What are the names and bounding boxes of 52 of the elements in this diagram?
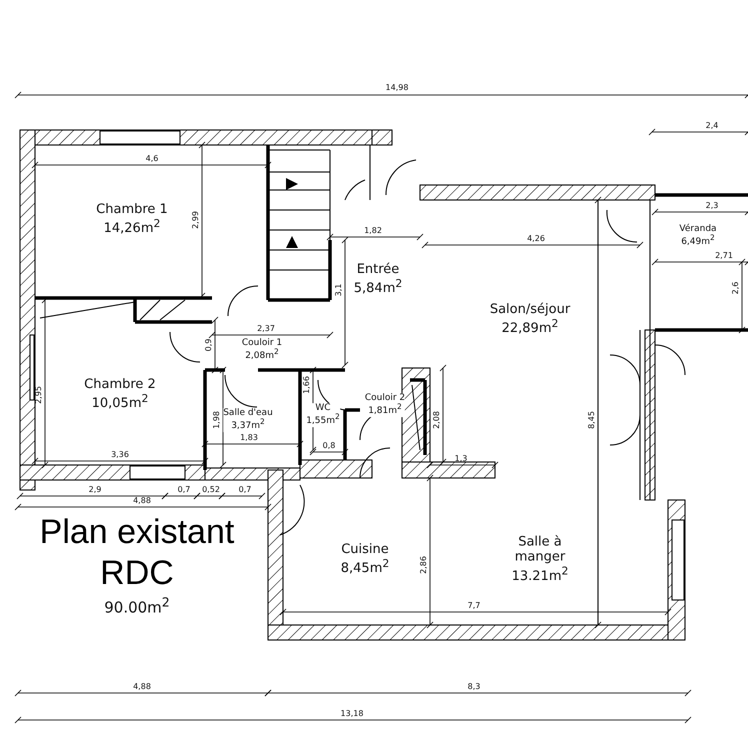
room-area: 1,55m$^{2}$ — [306, 414, 340, 427]
dimension-label: 13,18 — [340, 710, 364, 718]
room-name: Entrée — [356, 262, 400, 278]
room-area: 14,26m$^{2}$ — [96, 218, 168, 238]
dimension-label: 2,6 — [732, 282, 740, 294]
room-name: Salle d'eau — [223, 408, 273, 418]
room-area: 10,05m$^{2}$ — [84, 392, 156, 412]
room-name: Chambre 2 — [84, 378, 156, 393]
dimension-label: 0,7 — [238, 486, 252, 494]
dimension-label: 2,86 — [420, 556, 428, 574]
dimension-label: 2,95 — [35, 386, 43, 404]
room-name: Couloir 1 — [242, 338, 282, 348]
room-area: 6,49m$^{2}$ — [679, 234, 717, 248]
dimension-label: 8,3 — [468, 683, 480, 691]
plan-title: Plan existant RDC — [38, 512, 236, 594]
dimension-label: 0,7 — [178, 486, 190, 494]
dimension-label: 1,3 — [454, 455, 468, 463]
dimension-label: 1,82 — [364, 227, 382, 235]
dimension-label: 2,08 — [433, 411, 441, 429]
room-name: Chambre 1 — [96, 202, 168, 218]
room-area: 3,37m$^{2}$ — [223, 418, 273, 432]
dimension-label: 0,52 — [202, 486, 220, 494]
room-area: 22,89m$^{2}$ — [490, 318, 570, 338]
dimension-label: 2,99 — [192, 211, 200, 229]
dimension-label: 4,88 — [133, 683, 151, 691]
room-name: Salon/séjour — [490, 302, 570, 318]
dimension-label: 2,4 — [706, 122, 718, 130]
room-name: Salle à manger — [514, 535, 566, 566]
dimension-label: 7,7 — [468, 602, 480, 610]
room-name: Véranda — [679, 224, 717, 234]
dimension-label: 4,26 — [527, 235, 545, 243]
dimension-label: 4,88 — [133, 497, 151, 505]
room-name: Couloir 2 — [364, 393, 406, 404]
dimension-label: 3,1 — [335, 284, 343, 296]
dimension-label: 2,71 — [715, 252, 733, 260]
dimension-label: 4,6 — [146, 155, 158, 163]
room-area: 2,08m$^{2}$ — [242, 348, 282, 362]
dimension-label: 3,36 — [111, 451, 129, 459]
dimension-label: 8,45 — [588, 411, 596, 429]
dimension-label: 1,66 — [303, 376, 311, 394]
dimension-label: 2,3 — [706, 202, 718, 210]
room-area: 8,45m$^{2}$ — [340, 558, 390, 578]
room-name: Cuisine — [340, 542, 390, 558]
room-name: WC — [314, 403, 332, 414]
room-area: 13.21m$^{2}$ — [500, 565, 580, 585]
dimension-label: 14,98 — [386, 84, 408, 92]
dimension-label: 0,9 — [205, 338, 213, 352]
dimension-label: 2,9 — [88, 486, 102, 494]
room-area: 5,84m$^{2}$ — [354, 278, 402, 298]
dimension-label: 0,8 — [322, 442, 336, 450]
total-area-label: 90.00m$^{2}$ — [104, 596, 170, 616]
room-area: 1,81m$^{2}$ — [364, 404, 406, 417]
